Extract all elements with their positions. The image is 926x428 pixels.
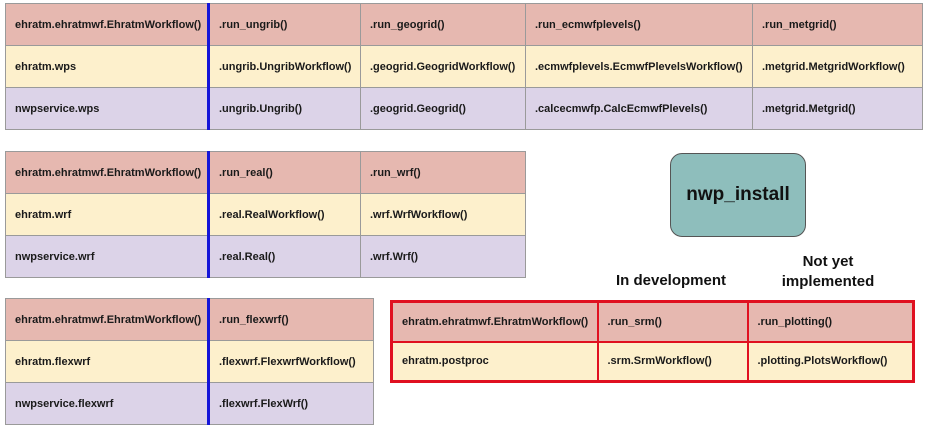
table-cell: .run_metgrid() [752, 3, 923, 46]
table-row: ehratm.ehratmwf.EhratmWorkflow() .run_fl… [5, 298, 374, 341]
table-row: ehratm.wps .ungrib.UngribWorkflow() .geo… [5, 45, 923, 88]
table-cell: ehratm.wps [5, 45, 210, 88]
table-cell: ehratm.postproc [390, 340, 599, 383]
table-cell: .run_ungrib() [208, 3, 361, 46]
table-cell: ehratm.flexwrf [5, 340, 210, 383]
table-cell: .run_real() [208, 151, 361, 194]
nwp-install-box: nwp_install [670, 153, 806, 237]
table-cell: .ungrib.UngribWorkflow() [208, 45, 361, 88]
in-development-text: In development [615, 272, 727, 289]
table-cell: .run_plotting() [746, 300, 915, 343]
table-row: nwpservice.flexwrf .flexwrf.FlexWrf() [5, 382, 374, 425]
postproc-workflow-table: ehratm.ehratmwf.EhratmWorkflow() .run_sr… [390, 300, 915, 383]
table-cell: .geogrid.GeogridWorkflow() [360, 45, 526, 88]
table-cell: ehratm.ehratmwf.EhratmWorkflow() [5, 298, 210, 341]
table-row: ehratm.postproc .srm.SrmWorkflow() .plot… [390, 340, 915, 383]
table-cell: nwpservice.wrf [5, 235, 210, 278]
table-row: ehratm.wrf .real.RealWorkflow() .wrf.Wrf… [5, 193, 526, 236]
table-row: ehratm.ehratmwf.EhratmWorkflow() .run_re… [5, 151, 526, 194]
table-cell: .wrf.Wrf() [360, 235, 526, 278]
table-cell: .wrf.WrfWorkflow() [360, 193, 526, 236]
table-cell: .run_flexwrf() [208, 298, 374, 341]
flexwrf-workflow-table: ehratm.ehratmwf.EhratmWorkflow() .run_fl… [5, 298, 374, 425]
table-cell: .run_srm() [596, 300, 749, 343]
table-cell: .plotting.PlotsWorkflow() [746, 340, 915, 383]
table-cell: ehratm.ehratmwf.EhratmWorkflow() [5, 151, 210, 194]
table-cell: .flexwrf.FlexwrfWorkflow() [208, 340, 374, 383]
table-cell: .metgrid.MetgridWorkflow() [752, 45, 923, 88]
table-row: ehratm.flexwrf .flexwrf.FlexwrfWorkflow(… [5, 340, 374, 383]
table-row: ehratm.ehratmwf.EhratmWorkflow() .run_un… [5, 3, 923, 46]
table-cell: .ungrib.Ungrib() [208, 87, 361, 130]
table-row: nwpservice.wrf .real.Real() .wrf.Wrf() [5, 235, 526, 278]
table-cell: ehratm.wrf [5, 193, 210, 236]
not-yet-implemented-heading: Not yet implemented [760, 252, 896, 292]
table-row: ehratm.ehratmwf.EhratmWorkflow() .run_sr… [390, 300, 915, 343]
table-row: nwpservice.wps .ungrib.Ungrib() .geogrid… [5, 87, 923, 130]
table-cell: ehratm.ehratmwf.EhratmWorkflow() [390, 300, 599, 343]
table-cell: .real.RealWorkflow() [208, 193, 361, 236]
table-cell: .run_wrf() [360, 151, 526, 194]
nwp-install-label: nwp_install [686, 184, 790, 205]
table-cell: .ecmwfplevels.EcmwfPlevelsWorkflow() [525, 45, 753, 88]
wps-workflow-table: ehratm.ehratmwf.EhratmWorkflow() .run_un… [5, 3, 923, 130]
table-cell: .srm.SrmWorkflow() [596, 340, 749, 383]
table-cell: .run_geogrid() [360, 3, 526, 46]
table-cell: .flexwrf.FlexWrf() [208, 382, 374, 425]
table-cell: .geogrid.Geogrid() [360, 87, 526, 130]
table-cell: .run_ecmwfplevels() [525, 3, 753, 46]
wrf-workflow-table: ehratm.ehratmwf.EhratmWorkflow() .run_re… [5, 151, 526, 278]
table-cell: .calcecmwfp.CalcEcmwfPlevels() [525, 87, 753, 130]
table-cell: .metgrid.Metgrid() [752, 87, 923, 130]
not-yet-text: Not yet [802, 253, 854, 270]
table-cell: nwpservice.wps [5, 87, 210, 130]
in-development-heading: In development [598, 271, 744, 291]
table-cell: .real.Real() [208, 235, 361, 278]
implemented-text: implemented [781, 273, 875, 290]
table-cell: ehratm.ehratmwf.EhratmWorkflow() [5, 3, 210, 46]
table-cell: nwpservice.flexwrf [5, 382, 210, 425]
